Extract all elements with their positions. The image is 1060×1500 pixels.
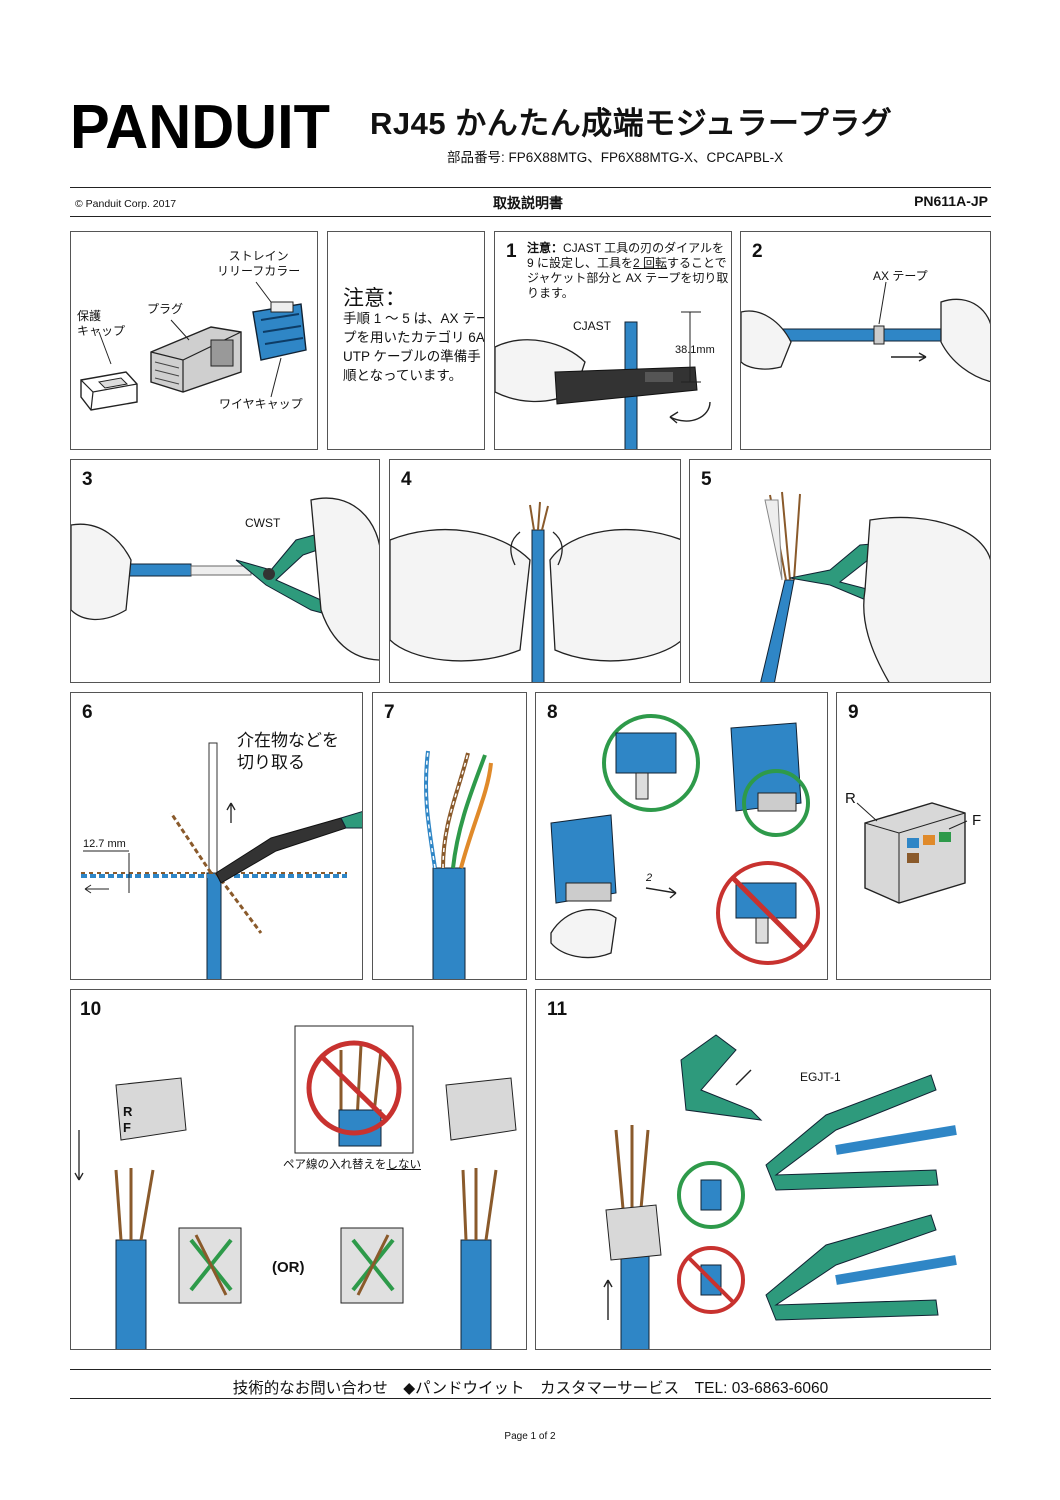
step-10-no-swap-text: ペア線の入れ替えを: [283, 1159, 387, 1171]
step-4-number: 4: [401, 469, 412, 490]
plug-drawing: [150, 326, 242, 393]
step-6-dimension: 12.7 mm: [83, 838, 126, 850]
step-3-illustration: [71, 497, 379, 661]
step-1-note-prefix: 注意：: [527, 241, 564, 255]
step-3-tool-label: CWST: [245, 516, 281, 530]
part-numbers: 部品番号: FP6X88MTG、FP6X88MTG-X、CPCAPBL-X: [447, 150, 784, 165]
step-8-illustration: [550, 714, 820, 965]
step-6-number: 6: [82, 702, 93, 723]
panduit-logo: PANDUIT: [70, 93, 332, 162]
step-1-note-a: CJAST 工具の刃のダイアルを 9 に設定し、工具を: [527, 241, 725, 270]
step-11-illustration: [603, 1034, 957, 1349]
step-10-number: 10: [80, 999, 102, 1020]
step-10-panel: 10 ペア線の入れ替えをしない (OR) R F: [70, 989, 527, 1350]
page-title: RJ45 かんたん成端モジュラープラグ: [370, 106, 893, 141]
step-2-number: 2: [752, 241, 763, 262]
note-panel: 注意： 手順 1 〜 5 は、AX テープを用いたカテゴリ 6A UTP ケーブ…: [327, 231, 485, 450]
step-7-number: 7: [384, 702, 395, 723]
step-10-r-label: R: [123, 1104, 133, 1119]
doc-number: PN611A-JP: [914, 193, 988, 209]
step-4-panel: 4: [389, 459, 681, 683]
step-4-illustration: [390, 501, 680, 682]
step-1-instruction: 注意：CJAST 工具の刃のダイアルを 9 に設定し、工具を2 回転することでジ…: [527, 241, 731, 301]
wire-cap-drawing: [252, 301, 307, 361]
step-10-illustration: [74, 1025, 517, 1349]
copyright: © Panduit Corp. 2017: [75, 198, 177, 210]
step-3-number: 3: [82, 469, 93, 490]
step-1-panel: 1 注意：CJAST 工具の刃のダイアルを 9 に設定し、工具を2 回転すること…: [494, 231, 732, 450]
step-8-number: 8: [547, 702, 558, 723]
step-6-instruction-label: 介在物などを 切り取る: [237, 731, 339, 772]
step-8-panel: 8 2: [535, 692, 828, 980]
protective-cap-drawing: [80, 371, 138, 411]
step-1-number: 1: [506, 241, 517, 262]
step-7-illustration: [423, 750, 493, 979]
strain-relief-label: ストレイン リリーフカラー: [217, 249, 301, 278]
plug-label: プラグ: [147, 302, 184, 316]
step-1-tool-label: CJAST: [573, 319, 612, 333]
manual-label: 取扱説明書: [493, 195, 563, 211]
logo-wordmark: PANDUIT: [70, 93, 330, 155]
footer-divider-bottom: [70, 1398, 991, 1399]
step-1-dimension: 38.1mm: [675, 344, 715, 356]
step-10-f-label: F: [123, 1120, 131, 1135]
step-2-panel: 2 AX テープ: [740, 231, 991, 450]
step-8-arrow-label: 2: [646, 872, 653, 884]
note-body: 手順 1 〜 5 は、AX テープを用いたカテゴリ 6A UTP ケーブルの準備…: [343, 311, 485, 383]
protect-cap-label: 保護 キャップ: [77, 309, 126, 338]
step-6-panel: 6 介在物などを 切り取る 12.7 mm: [70, 692, 363, 980]
step-5-panel: 5: [689, 459, 991, 683]
step-11-panel: 11 EGJT-1: [535, 989, 991, 1350]
step-9-panel: 9 R F: [836, 692, 991, 980]
parts-panel: ストレイン リリーフカラー 保護 キャップ プラグ ワイヤキャップ: [70, 231, 318, 450]
step-7-panel: 7: [372, 692, 527, 980]
footer-divider-top: [70, 1369, 991, 1370]
step-5-number: 5: [701, 469, 712, 490]
step-2-ax-tape-label: AX テープ: [873, 269, 928, 283]
parts-illustration: [80, 281, 307, 411]
step-9-number: 9: [848, 702, 859, 723]
step-9-illustration: [856, 802, 968, 904]
header-divider-bottom: [70, 216, 991, 217]
step-1-illustration: [495, 311, 711, 449]
step-3-panel: 3 CWST: [70, 459, 380, 683]
wire-cap-label: ワイヤキャップ: [219, 397, 303, 411]
page-number: Page 1 of 2: [504, 1431, 556, 1442]
step-6-illustration: [81, 742, 362, 979]
step-11-number: 11: [547, 999, 568, 1020]
step-5-illustration: [760, 491, 990, 682]
step-9-f-label: F: [972, 812, 982, 829]
step-10-no-swap-underline: しない: [386, 1159, 422, 1171]
step-2-illustration: [741, 281, 990, 383]
step-10-no-swap-label: ペア線の入れ替えをしない: [283, 1158, 421, 1173]
step-9-r-label: R: [845, 790, 856, 807]
header-divider-top: [70, 187, 991, 188]
step-1-note-underline: 2 回転: [633, 256, 668, 270]
support-contact: 技術的なお問い合わせ ◆パンドウイット カスタマーサービス TEL: 03-68…: [232, 1380, 829, 1397]
step-10-or-label: (OR): [272, 1259, 305, 1276]
step-1-note-b: することでジャケット部分と AX テープを切り取ります。: [527, 256, 729, 300]
step-11-tool-label: EGJT-1: [800, 1070, 841, 1084]
note-title: 注意：: [343, 287, 406, 310]
